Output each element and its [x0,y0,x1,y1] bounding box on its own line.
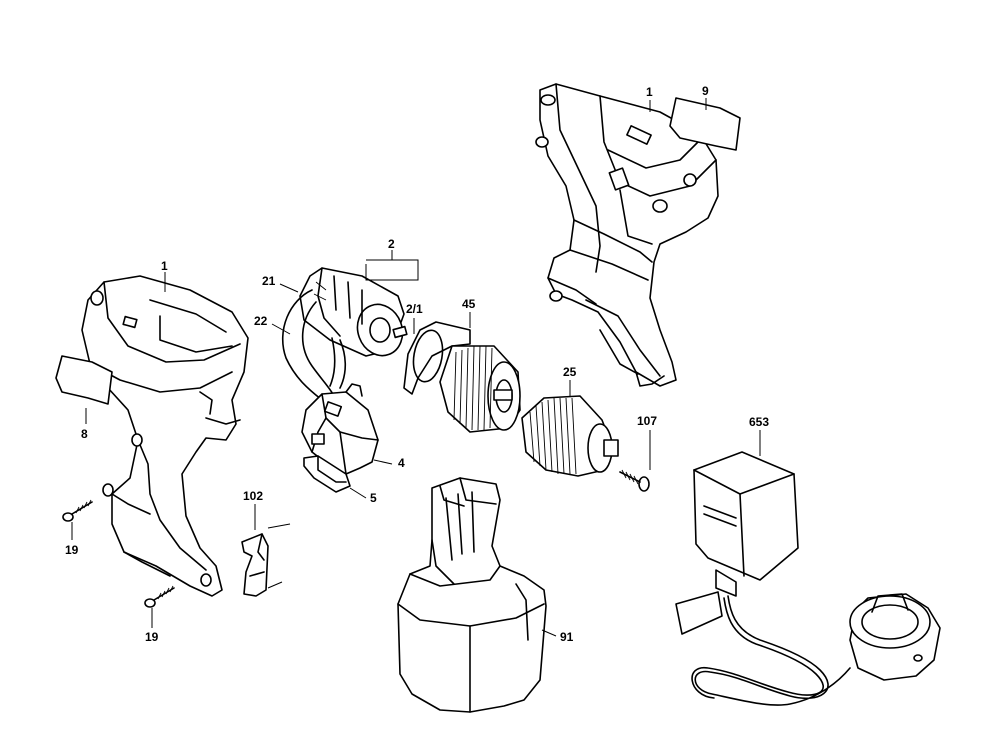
callout-housing-left: 1 [161,259,168,273]
housing-half-right [535,83,719,387]
callout-motor-sub: 2/1 [406,302,423,316]
clip [241,533,269,597]
callout-housing-right: 1 [646,85,653,99]
nameplate-left [55,355,113,405]
callout-screw-lower: 19 [145,630,159,644]
charger-transformer [675,451,799,635]
charger-base [691,593,941,706]
callout-wire-21: 21 [262,274,276,288]
callout-nameplate-left: 8 [81,427,88,441]
leader-lines [71,98,761,637]
callout-switch: 4 [398,456,405,470]
switch [301,383,379,475]
chuck-screw [619,469,650,492]
callout-switch-part: 5 [370,491,377,505]
callout-chuck: 25 [563,365,577,379]
callout-wire-22: 22 [254,314,268,328]
chuck [521,395,619,477]
nameplate-right [669,97,741,151]
switch-part [303,455,351,493]
housing-half-left [81,275,249,597]
callout-chuck-screw: 107 [637,414,657,428]
callout-motor: 2 [388,237,395,251]
battery-pack [397,477,547,713]
gearbox [403,321,521,433]
callout-nameplate-right: 9 [702,84,709,98]
screw-upper [62,499,93,522]
callout-charger: 653 [749,415,769,429]
callout-battery: 91 [560,630,574,644]
callout-clip: 102 [243,489,263,503]
motor [299,267,408,357]
screw-lower [144,585,175,608]
callout-screw-upper: 19 [65,543,79,557]
callout-gearbox: 45 [462,297,476,311]
lead-wires [281,289,347,401]
